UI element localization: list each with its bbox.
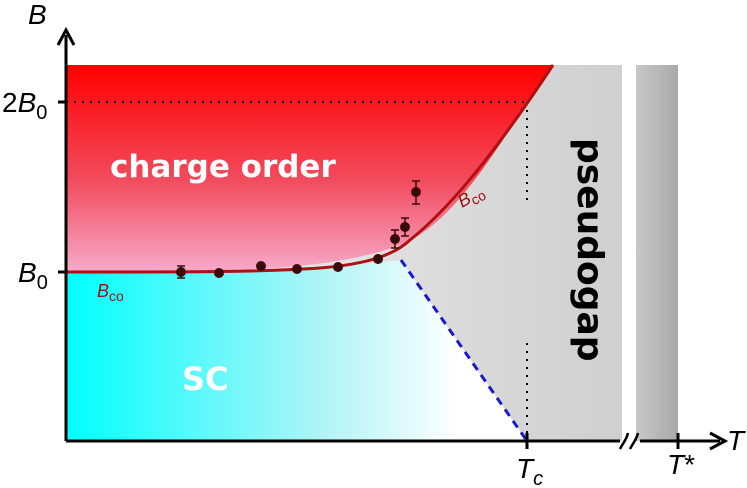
x-tick-label-tstar: T* <box>667 449 695 480</box>
y-tick-label-b0: B0 <box>18 257 48 294</box>
axis-break-icon <box>618 432 640 450</box>
data-point <box>292 264 302 274</box>
x-axis-arrow <box>709 431 729 451</box>
data-point <box>411 180 421 205</box>
sc-region <box>66 260 527 441</box>
data-point <box>333 262 343 272</box>
data-point <box>214 268 224 278</box>
pseudogap-region-far <box>636 65 678 441</box>
y-axis-arrow <box>56 26 76 46</box>
data-points <box>176 180 421 279</box>
pseudogap-label: pseudogap <box>569 138 610 362</box>
x-axis-label: T <box>727 425 746 456</box>
data-point <box>373 254 383 264</box>
data-point <box>256 261 266 271</box>
y-axis-label: B <box>28 0 47 30</box>
sc-label: SC <box>182 360 229 398</box>
sc-dashed-boundary <box>399 259 529 442</box>
charge-order-label: charge order <box>110 149 336 185</box>
x-tick-label-tc: Tc <box>516 453 543 488</box>
data-point <box>400 217 410 237</box>
data-point <box>176 265 186 279</box>
bco-label-lower: Bco <box>97 281 124 304</box>
data-point <box>390 229 400 249</box>
y-tick-label-2b0: 2B0 <box>2 87 47 124</box>
